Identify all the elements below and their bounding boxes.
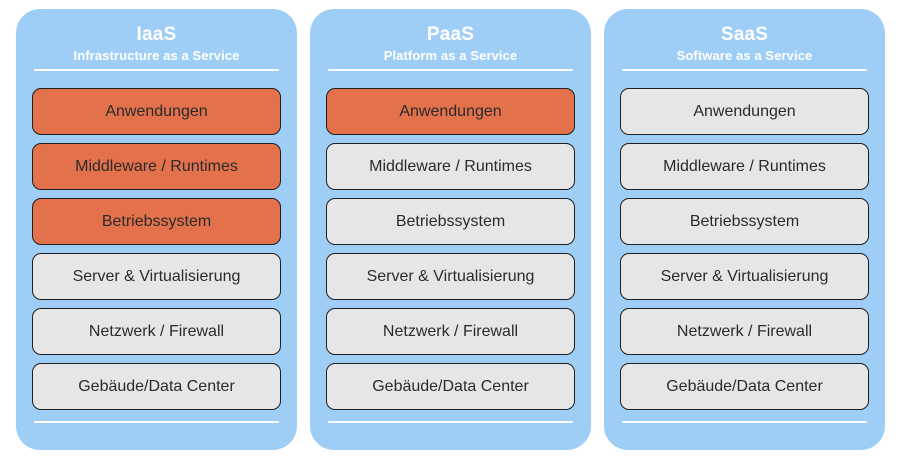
layer-label: Betriebssystem xyxy=(395,212,506,230)
layer-block: Betriebssystem xyxy=(32,198,281,245)
panel-subtitle: Platform as a Service xyxy=(383,48,518,63)
layer-block: Anwendungen xyxy=(32,88,281,135)
layer-block: Server & Virtualisierung xyxy=(32,253,281,300)
footer-divider xyxy=(328,421,573,423)
layer-label: Netzwerk / Firewall xyxy=(382,322,519,340)
layer-label: Anwendungen xyxy=(399,102,502,120)
layer-block: Middleware / Runtimes xyxy=(620,143,869,190)
layer-block: Anwendungen xyxy=(326,88,575,135)
header-divider xyxy=(34,69,279,71)
layer-label: Server & Virtualisierung xyxy=(660,267,829,285)
panel-header: PaaS Platform as a Service xyxy=(326,23,575,77)
layer-block: Betriebssystem xyxy=(620,198,869,245)
layer-label: Gebäude/Data Center xyxy=(78,377,235,395)
panel-header: IaaS Infrastructure as a Service xyxy=(32,23,281,77)
layer-block: Anwendungen xyxy=(620,88,869,135)
layer-label: Anwendungen xyxy=(105,102,208,120)
layer-label: Betriebssystem xyxy=(689,212,800,230)
layer-label: Gebäude/Data Center xyxy=(372,377,529,395)
layer-label: Gebäude/Data Center xyxy=(666,377,823,395)
layer-block: Server & Virtualisierung xyxy=(620,253,869,300)
layer-label: Netzwerk / Firewall xyxy=(88,322,225,340)
layer-label: Betriebssystem xyxy=(101,212,212,230)
footer-divider xyxy=(622,421,867,423)
layer-block: Netzwerk / Firewall xyxy=(32,308,281,355)
panel-title: IaaS xyxy=(136,24,177,45)
layer-label: Server & Virtualisierung xyxy=(72,267,241,285)
header-divider xyxy=(328,69,573,71)
layer-label: Server & Virtualisierung xyxy=(366,267,535,285)
panel-title: SaaS xyxy=(720,24,769,45)
layer-label: Middleware / Runtimes xyxy=(75,157,238,175)
layer-block: Gebäude/Data Center xyxy=(326,363,575,410)
panel-header: SaaS Software as a Service xyxy=(620,23,869,77)
layer-block: Gebäude/Data Center xyxy=(32,363,281,410)
panel-subtitle: Infrastructure as a Service xyxy=(73,48,240,63)
layer-label: Middleware / Runtimes xyxy=(369,157,532,175)
layer-block: Betriebssystem xyxy=(326,198,575,245)
layer-block: Middleware / Runtimes xyxy=(326,143,575,190)
layer-block: Netzwerk / Firewall xyxy=(326,308,575,355)
footer-divider xyxy=(34,421,279,423)
layer-label: Anwendungen xyxy=(693,102,796,120)
layer-label: Netzwerk / Firewall xyxy=(676,322,813,340)
layer-label: Middleware / Runtimes xyxy=(663,157,826,175)
layer-block: Gebäude/Data Center xyxy=(620,363,869,410)
panel-subtitle: Software as a Service xyxy=(676,48,813,63)
header-divider xyxy=(622,69,867,71)
panel-title: PaaS xyxy=(426,24,475,45)
layer-block: Netzwerk / Firewall xyxy=(620,308,869,355)
layer-block: Server & Virtualisierung xyxy=(326,253,575,300)
layer-block: Middleware / Runtimes xyxy=(32,143,281,190)
